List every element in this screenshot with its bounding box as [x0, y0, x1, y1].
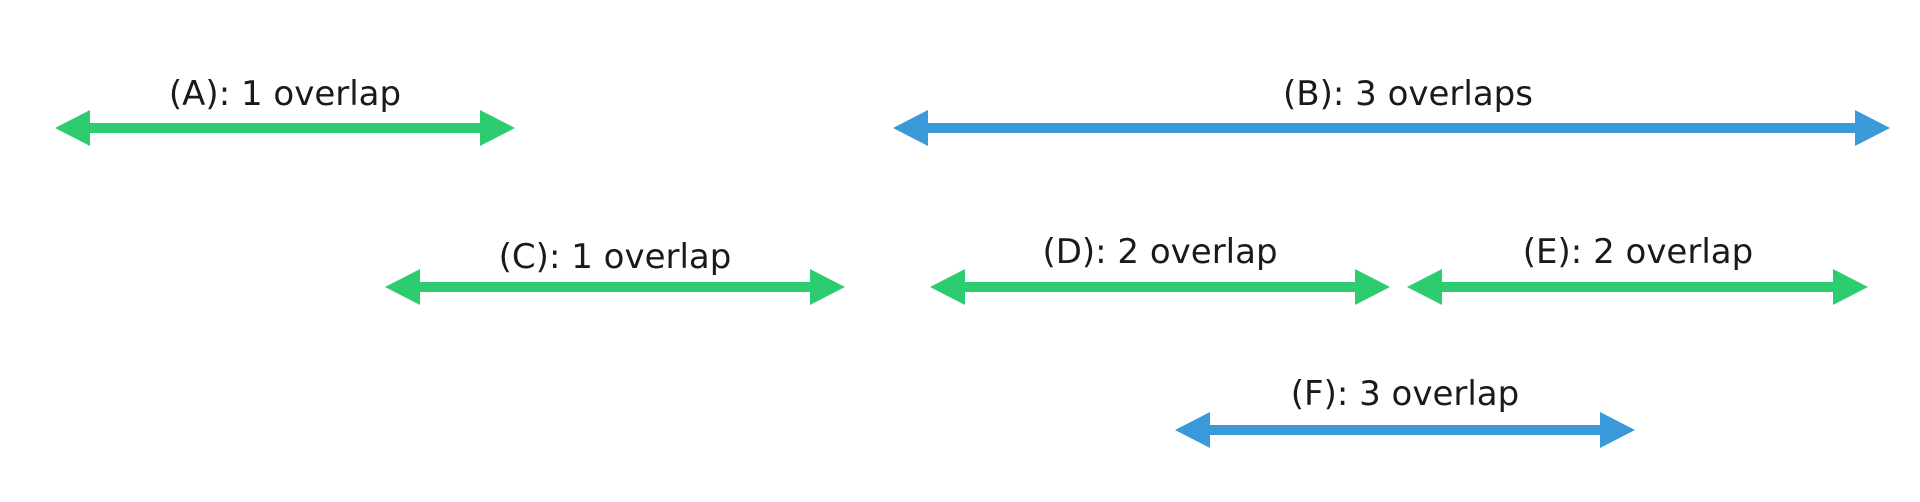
interval-c: (C): 1 overlap — [385, 237, 845, 305]
interval-c-arrow — [385, 269, 845, 305]
interval-d-label: (D): 2 overlap — [1042, 232, 1277, 272]
interval-a-arrow — [55, 110, 515, 146]
interval-b-arrow — [893, 110, 1890, 146]
interval-b-label: (B): 3 overlaps — [1283, 74, 1533, 114]
interval-e: (E): 2 overlap — [1407, 232, 1868, 305]
interval-f-arrow — [1175, 412, 1635, 448]
interval-d-arrow — [930, 269, 1390, 305]
interval-e-label: (E): 2 overlap — [1523, 232, 1753, 272]
interval-d: (D): 2 overlap — [930, 232, 1390, 305]
interval-a-label: (A): 1 overlap — [169, 74, 401, 114]
interval-b: (B): 3 overlaps — [893, 74, 1890, 146]
interval-a: (A): 1 overlap — [55, 74, 515, 146]
interval-f-label: (F): 3 overlap — [1291, 374, 1519, 414]
interval-e-arrow — [1407, 269, 1868, 305]
interval-f: (F): 3 overlap — [1175, 374, 1635, 448]
interval-c-label: (C): 1 overlap — [499, 237, 732, 277]
